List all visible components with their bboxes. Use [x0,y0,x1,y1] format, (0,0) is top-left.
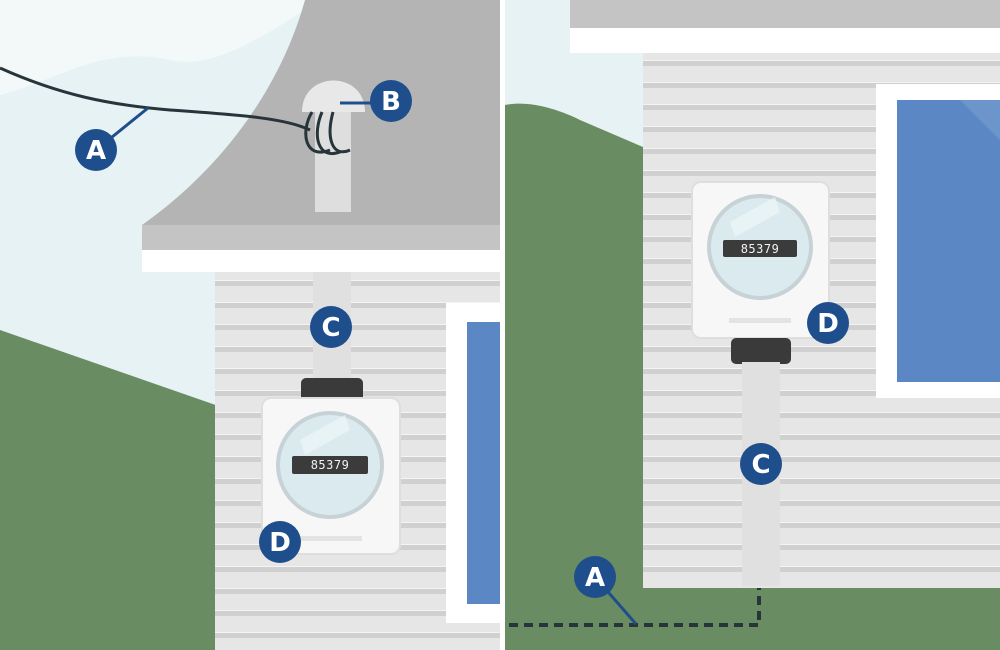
overhead-panel: 85379 A B C D [0,0,500,650]
label-d-badge [259,521,301,563]
grass-front [505,588,1000,650]
cloud-shape [0,0,320,95]
meter-slot [729,318,791,323]
underground-panel: 85379 A C D [505,0,1000,650]
drip-loops [304,111,351,156]
label-d: D [269,528,291,558]
underground-cable [509,588,761,627]
label-a: A [86,136,106,166]
service-drop-cable [0,66,311,132]
meter-reading: 85379 [311,458,350,472]
roof-edge [570,0,1000,28]
fascia [142,250,500,272]
window-glass [897,100,1000,382]
meter-reading: 85379 [741,242,780,256]
panel-divider [500,0,505,650]
label-c: C [321,313,340,343]
fascia [570,28,1000,53]
label-c-badge [740,443,782,485]
label-b: B [381,87,401,117]
meter-display [292,456,368,474]
label-d-badge [807,302,849,344]
meter-display [723,240,797,257]
label-c-badge [310,306,352,348]
label-a: A [585,563,605,593]
weatherhead-mast [315,110,351,212]
label-a-badge [75,129,117,171]
label-a-badge [574,556,616,598]
grass [505,103,650,650]
meter-hub [731,338,791,364]
meter-glare [730,197,780,237]
label-c: C [751,450,770,480]
label-b-badge [370,80,412,122]
roof-edge [142,225,500,250]
window-glass [467,322,500,604]
meter-glare [300,415,350,455]
window-glare [960,100,1000,140]
label-d: D [817,309,839,339]
meter-slot [300,536,362,541]
grass [0,330,230,650]
